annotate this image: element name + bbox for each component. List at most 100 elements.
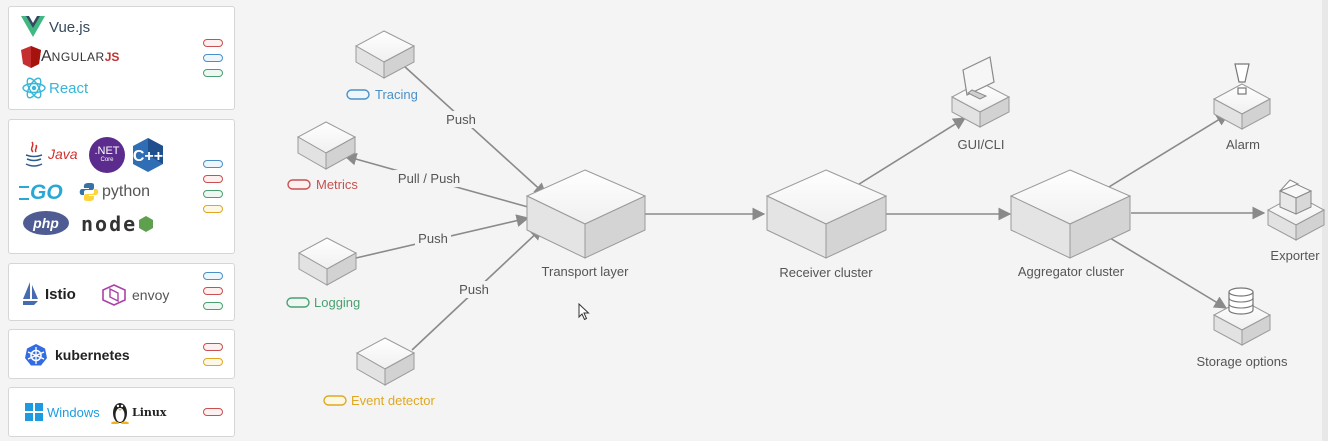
kubernetes-panel: kubernetes [8,329,235,379]
react-logo: React [21,76,88,100]
aggregator-cluster-label: Aggregator cluster [1018,264,1125,279]
edge-aggregator-storage [1099,231,1228,309]
edge-label-push-tracing: Push [446,112,476,127]
aggregator-cluster-cube-icon [1009,169,1132,259]
pill-metrics [203,39,223,47]
mouse-pointer-icon [578,303,590,321]
kubernetes-logo: kubernetes [24,343,130,367]
python-logo: python [79,182,150,202]
kubernetes-wheel-icon [25,344,47,366]
pill-tracing [203,272,223,280]
java-cup-icon [25,141,43,167]
php-oval-icon: php [23,211,69,235]
languages-panel: Java .NET Core C++ GO python php node [8,119,235,254]
edge-label-push-event: Push [459,282,489,297]
vue-logo: Vue.js [21,16,90,38]
exporter-label: Exporter [1270,248,1320,263]
pill-tracing [203,160,223,168]
kubernetes-label: kubernetes [55,347,130,363]
gui-cli-label: GUI/CLI [958,137,1005,152]
event-detector-label: Event detector [351,393,435,408]
logging-pill-icon [286,297,310,308]
linux-label: Linux [132,405,167,419]
windows-logo: Windows [25,403,100,421]
metrics-pill-icon [287,179,311,190]
right-edge-strip [1322,0,1328,441]
dotnet-logo: .NET Core [89,137,125,173]
receiver-cluster-label: Receiver cluster [779,265,873,280]
service-mesh-panel: Istio envoy [8,263,235,321]
python-snake-icon [79,183,99,201]
angular-label: ANGULARJS [41,48,120,65]
pill-metrics [203,287,223,295]
dotnet-core-label: Core [100,157,114,163]
tracing-label: Tracing [375,87,418,102]
pill-event [203,205,223,213]
logging-label: Logging [314,295,360,310]
logging-cube-icon [297,237,358,286]
vue-label: Vue.js [49,18,91,36]
storage-database-icon [1212,287,1272,346]
envoy-logo: envoy [101,284,169,306]
svg-text:C++: C++ [133,148,163,165]
exporter-box-icon [1266,179,1326,241]
linux-logo: Linux [111,400,166,424]
node-logo: node [81,212,154,236]
java-logo: Java [23,140,78,168]
tracing-cube-icon [354,30,416,79]
pill-logging [203,302,223,310]
alarm-label: Alarm [1226,137,1260,152]
dotnet-badge: .NET Core [89,137,125,173]
edge-receiver-gui [855,117,967,187]
pill-tracing [203,54,223,62]
angular-logo: ANGULARJS [21,46,119,68]
tracing-pill-icon [346,89,370,100]
envoy-label: envoy [132,287,170,303]
receiver-cluster-cube-icon [765,169,888,259]
edge-label-push-logging: Push [418,231,448,246]
storage-options-label: Storage options [1196,354,1288,369]
react-atom-icon [22,77,46,99]
pill-metrics [203,175,223,183]
edge-tracing-transport [403,65,547,196]
envoy-cube-icon [102,284,126,306]
cpp-logo: C++ [131,137,165,173]
linux-penguin-icon [111,403,129,424]
event-pill-icon [323,395,347,406]
alarm-icon [1212,63,1272,130]
edge-label-pull-push: Pull / Push [398,171,460,186]
pill-metrics [203,408,223,416]
pill-logging [203,190,223,198]
php-logo: php [23,211,69,235]
event-detector-cube-icon [355,337,416,386]
go-label: GO [30,181,63,204]
node-label: node [81,212,138,236]
cpp-hexagon-icon: C++ [133,138,163,172]
gui-monitor-icon [950,56,1011,128]
vue-icon [21,16,45,37]
pill-logging [203,69,223,77]
istio-label: Istio [45,285,76,303]
istio-sail-icon [23,282,38,305]
istio-logo: Istio [23,282,76,306]
edge-aggregator-alarm [1103,113,1230,191]
go-speed-lines-icon [19,186,29,200]
os-panel: Windows Linux [8,387,235,437]
react-label: React [49,79,89,97]
java-label: Java [48,146,78,162]
php-label: php [33,215,59,231]
transport-layer-label: Transport layer [542,264,630,279]
frontend-panel: Vue.js ANGULARJS React [8,6,235,110]
dotnet-label: .NET [94,145,120,157]
transport-layer-cube-icon [525,169,647,259]
angular-shield-icon [21,46,41,68]
pill-event [203,358,223,366]
node-js-hexagon-icon [139,216,154,232]
metrics-label: Metrics [316,177,358,192]
python-label: python [102,183,151,200]
metrics-cube-icon [296,121,357,170]
windows-icon [25,403,43,421]
windows-label: Windows [47,404,100,420]
go-logo: GO [19,181,63,205]
